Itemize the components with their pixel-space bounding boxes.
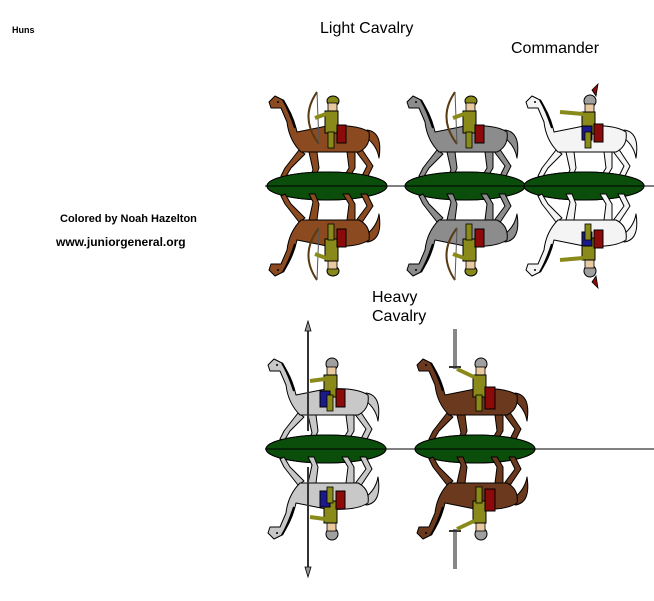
heavy-cavalry-label-line2: Cavalry	[372, 308, 427, 325]
heavy-cavalry-grey-bottom	[265, 434, 387, 579]
heavy-cavalry-brown-bottom	[414, 434, 536, 571]
credit-text: Colored by Noah Hazelton	[60, 213, 197, 225]
commander-white-bottom	[523, 171, 645, 290]
heavy-cavalry-grey-horse	[267, 319, 380, 442]
commander-label: Commander	[511, 40, 600, 57]
light-cavalry-brown-horse	[268, 90, 381, 179]
light-cavalry-brown-bottom	[266, 171, 388, 282]
heavy-cavalry-brown-horse	[416, 327, 529, 442]
commander-white-horse	[525, 82, 638, 179]
page-title: Huns	[12, 25, 35, 35]
light-cavalry-grey-horse	[406, 90, 519, 179]
heavy-cavalry-label: Heavy Cavalry	[372, 288, 426, 326]
light-cavalry-grey-bottom	[404, 171, 526, 282]
light-cavalry-label: Light Cavalry	[320, 20, 414, 37]
website-link[interactable]: www.juniorgeneral.org	[56, 235, 186, 249]
heavy-cavalry-label-line1: Heavy	[372, 289, 418, 306]
